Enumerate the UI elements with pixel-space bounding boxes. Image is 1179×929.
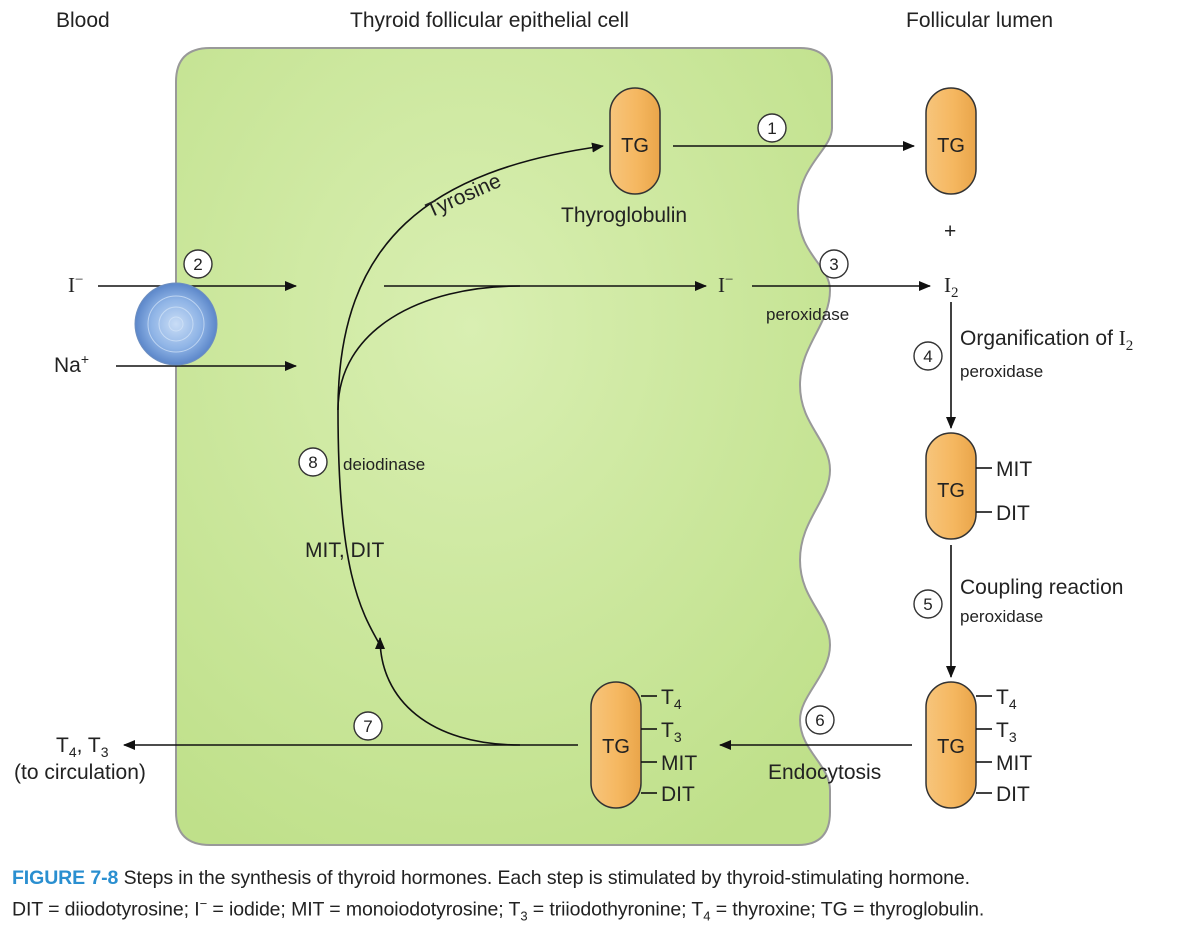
svg-text:T3: T3 xyxy=(661,719,682,745)
svg-text:3: 3 xyxy=(829,255,838,274)
step-2-marker: 2 xyxy=(183,249,213,279)
figure-number: FIGURE 7-8 xyxy=(12,867,119,889)
svg-text:4: 4 xyxy=(923,347,932,366)
svg-text:TG: TG xyxy=(621,135,649,157)
step-1-marker: 1 xyxy=(757,113,787,143)
caption-seg-d: = thyroxine; TG = thyroglobulin. xyxy=(710,898,985,921)
label-organification: Organification of I2 xyxy=(960,326,1133,354)
thyroid-hormone-synthesis-diagram: Blood Thyroid follicular epithelial cell… xyxy=(14,9,1133,846)
label-mit-dit: MIT, DIT xyxy=(305,539,384,562)
label-sodium: Na+ xyxy=(54,351,89,377)
svg-text:T3: T3 xyxy=(996,719,1017,745)
iodinated-ticks xyxy=(976,467,992,513)
label-dit-iodinated: DIT xyxy=(996,502,1030,525)
label-i2: I2 xyxy=(944,273,959,301)
svg-text:8: 8 xyxy=(308,453,317,472)
label-plus: + xyxy=(944,220,956,243)
arrow-step-8 xyxy=(375,637,521,746)
coupled-lumen-labels: T4 T3 MIT DIT xyxy=(996,686,1032,806)
tg-capsule-coupled-cell: TG xyxy=(590,681,642,809)
arrow-recycled-iodide xyxy=(337,285,521,411)
label-peroxidase-5: peroxidase xyxy=(960,607,1043,626)
svg-text:MIT: MIT xyxy=(661,752,697,775)
svg-text:TG: TG xyxy=(937,480,965,502)
svg-text:MIT: MIT xyxy=(996,752,1032,775)
label-deiodinase: deiodinase xyxy=(343,455,425,474)
label-to-circulation: (to circulation) xyxy=(14,761,146,784)
label-mit-iodinated: MIT xyxy=(996,458,1032,481)
label-coupling: Coupling reaction xyxy=(960,576,1123,599)
caption-sup-minus: − xyxy=(199,896,208,911)
header-blood: Blood xyxy=(56,9,110,32)
svg-text:7: 7 xyxy=(363,717,372,736)
svg-text:TG: TG xyxy=(937,135,965,157)
caption-line-2: DIT = diiodotyrosine; I− = iodide; MIT =… xyxy=(12,891,1172,928)
svg-text:T4: T4 xyxy=(661,686,682,712)
step-3-marker: 3 xyxy=(819,249,849,279)
coupled-lumen-ticks xyxy=(976,695,992,794)
step-7-marker: 7 xyxy=(353,711,383,741)
header-lumen: Follicular lumen xyxy=(906,9,1053,32)
tg-capsule-coupled-lumen: TG xyxy=(925,681,977,809)
label-endocytosis: Endocytosis xyxy=(768,761,881,784)
label-iodide-cell: I− xyxy=(718,272,733,297)
svg-text:T4: T4 xyxy=(996,686,1017,712)
svg-text:6: 6 xyxy=(815,711,824,730)
arrow-tyrosine xyxy=(337,142,604,411)
caption-line-1: FIGURE 7-8 Steps in the synthesis of thy… xyxy=(12,866,1172,891)
tg-capsule-cell-top: TG xyxy=(609,87,661,195)
epithelial-cell xyxy=(175,47,833,846)
caption-seg-c: = triiodothyronine; T xyxy=(527,898,704,921)
caption-sub-3: 3 xyxy=(520,908,528,924)
tg-capsule-lumen-top: TG xyxy=(925,87,977,195)
caption-seg-b: = iodide; MIT = monoiodotyrosine; T xyxy=(207,898,521,921)
caption-sub-4: 4 xyxy=(703,908,711,924)
step-8-marker: 8 xyxy=(298,447,328,477)
tg-capsule-iodinated: TG xyxy=(925,432,977,540)
svg-text:TG: TG xyxy=(602,736,630,758)
svg-text:1: 1 xyxy=(767,119,776,138)
line-deiodination xyxy=(337,409,381,646)
coupled-cell-labels: T4 T3 MIT DIT xyxy=(661,686,697,806)
svg-text:DIT: DIT xyxy=(996,783,1030,806)
svg-text:DIT: DIT xyxy=(661,783,695,806)
svg-text:2: 2 xyxy=(193,255,202,274)
step-4-marker: 4 xyxy=(913,341,943,371)
svg-text:5: 5 xyxy=(923,595,932,614)
label-thyroglobulin: Thyroglobulin xyxy=(561,204,687,227)
coupled-cell-ticks xyxy=(641,695,657,794)
na-i-symporter xyxy=(134,282,218,366)
step-5-marker: 5 xyxy=(913,589,943,619)
step-6-marker: 6 xyxy=(805,705,835,735)
label-peroxidase-3: peroxidase xyxy=(766,305,849,324)
label-peroxidase-4: peroxidase xyxy=(960,362,1043,381)
svg-text:TG: TG xyxy=(937,736,965,758)
label-circulation-hormones: T4, T3 xyxy=(56,734,109,760)
caption-text-1: Steps in the synthesis of thyroid hormon… xyxy=(123,867,970,889)
label-iodide-blood: I− xyxy=(68,272,83,297)
header-cell: Thyroid follicular epithelial cell xyxy=(350,9,629,32)
figure-caption: FIGURE 7-8 Steps in the synthesis of thy… xyxy=(12,866,1172,928)
caption-seg-a: DIT = diiodotyrosine; I xyxy=(12,898,200,921)
